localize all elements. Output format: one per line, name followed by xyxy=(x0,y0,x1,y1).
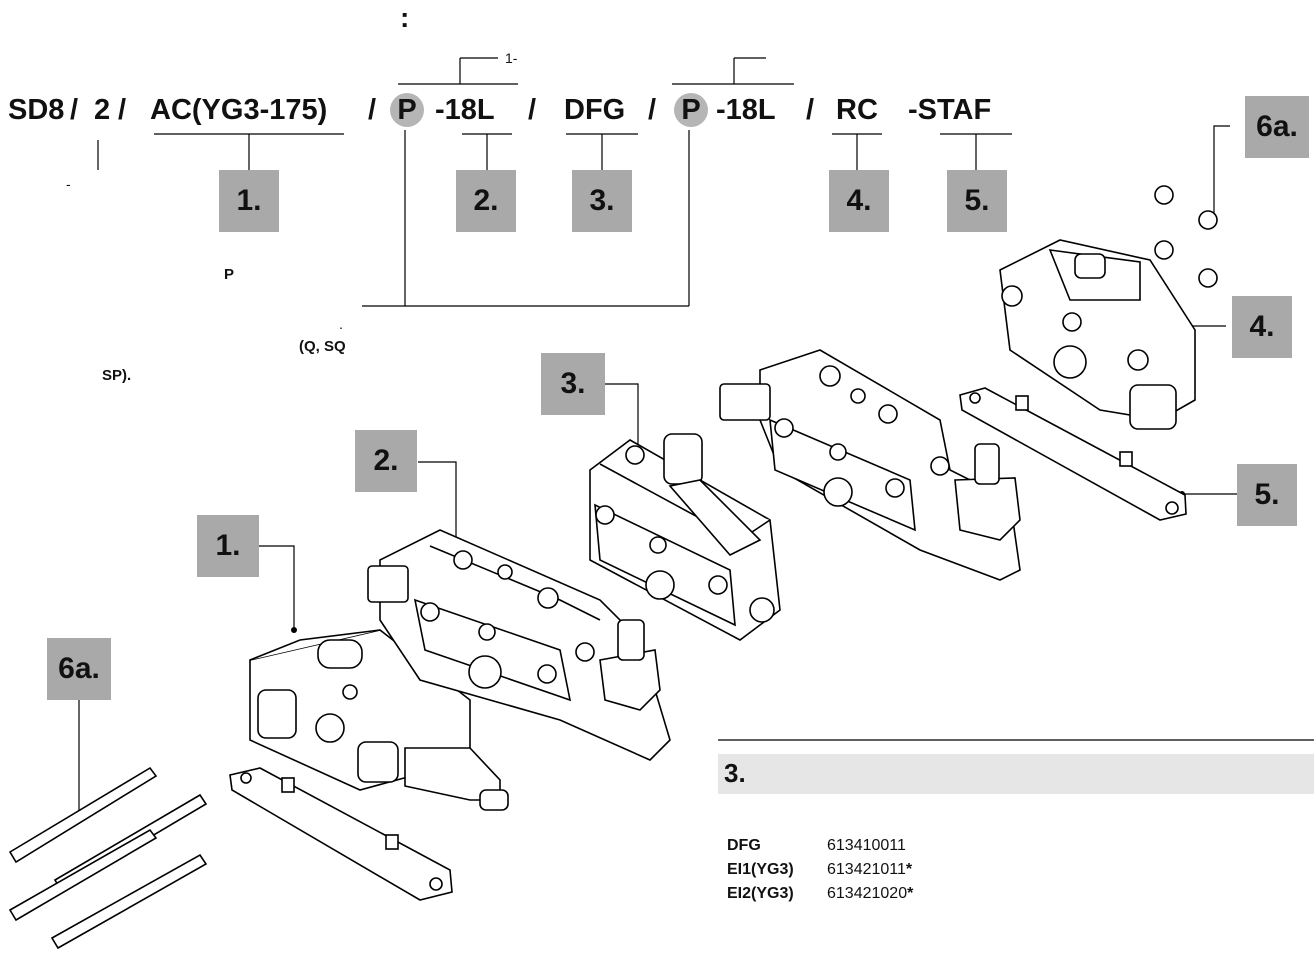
label-box-2: 2. xyxy=(456,170,516,232)
label-box-4: 4. xyxy=(829,170,889,232)
note-p-label: P xyxy=(224,266,235,283)
label-box-3-drawing: 3. xyxy=(541,353,605,415)
code-slash: / xyxy=(806,94,815,126)
code-slash: / xyxy=(70,94,79,126)
code-sd8: SD8 xyxy=(8,94,65,126)
label-box-4-side: 4. xyxy=(1232,296,1292,358)
label-box-5: 5. xyxy=(947,170,1007,232)
table-row: EI1(YG3) 613421011* xyxy=(727,858,913,882)
part-code: 613421011 xyxy=(827,861,906,878)
code-ac: AC(YG3-175) xyxy=(150,94,328,126)
note-options-line: (Q, SQ xyxy=(299,338,346,355)
dash-note: - xyxy=(66,176,71,192)
part-table: DFG 613410011 EI1(YG3) 613421011* EI2(YG3)… xyxy=(727,834,913,906)
code-18l-1: -18L xyxy=(435,94,495,126)
code-two: 2 xyxy=(94,94,111,126)
part-code: 613421020 xyxy=(827,885,908,902)
note-sp-line: SP). xyxy=(102,367,132,384)
code-18l-2: -18L xyxy=(716,94,776,126)
heading-colon: : xyxy=(400,2,410,33)
section-header: 3. xyxy=(718,754,1314,794)
table-row: EI2(YG3) 613421020* xyxy=(727,882,913,906)
code-slash: / xyxy=(528,94,537,126)
code-slash: / xyxy=(648,94,657,126)
part-name: DFG xyxy=(727,837,761,854)
label-box-3: 3. xyxy=(572,170,632,232)
code-slash: / xyxy=(368,94,377,126)
part-mark: * xyxy=(905,861,913,878)
part-name: EI1(YG3) xyxy=(727,861,794,878)
label-box-1-drawing: 1. xyxy=(197,515,259,577)
label-box-6a-drawing: 6a. xyxy=(47,638,111,700)
code-p-circle-1: P xyxy=(390,93,424,127)
code-p-circle-2: P xyxy=(674,93,708,127)
code-staf: -STAF xyxy=(908,94,992,126)
bracket-note: 1- xyxy=(505,50,518,66)
label-box-2-drawing: 2. xyxy=(355,430,417,492)
label-box-6a-top: 6a. xyxy=(1245,96,1309,158)
code-rc: RC xyxy=(836,94,878,126)
part-code: 613410011 xyxy=(827,837,906,854)
section-title: 3. xyxy=(724,758,746,788)
label-box-1: 1. xyxy=(219,170,279,232)
code-dfg: DFG xyxy=(564,94,626,126)
part-name: EI2(YG3) xyxy=(727,885,794,902)
label-box-5-side: 5. xyxy=(1237,464,1297,526)
code-slash: / xyxy=(118,94,127,126)
part-mark: * xyxy=(907,885,914,902)
table-row: DFG 613410011 xyxy=(727,834,913,858)
note-dot: . xyxy=(339,316,343,332)
